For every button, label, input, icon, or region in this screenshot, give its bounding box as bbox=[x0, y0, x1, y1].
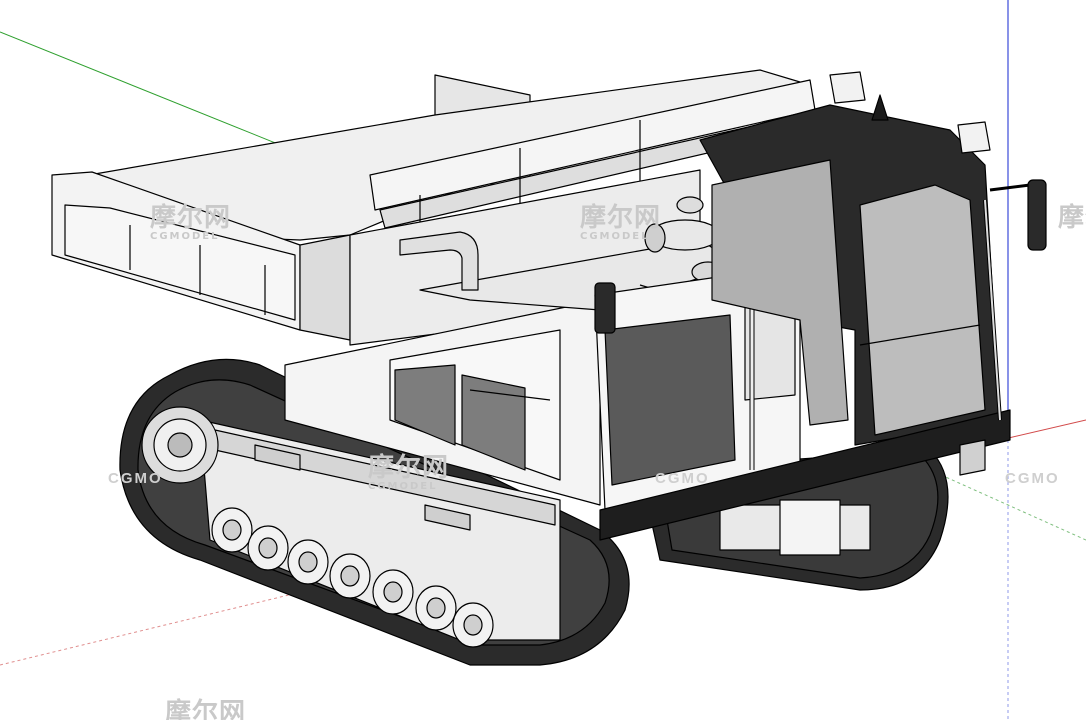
road-wheels bbox=[211, 507, 494, 648]
exhaust-pipe bbox=[399, 231, 479, 291]
front-window bbox=[604, 314, 736, 486]
engine-grille-left bbox=[394, 364, 456, 446]
work-light-left bbox=[829, 71, 866, 104]
work-light-right bbox=[957, 121, 991, 154]
dump-carrier-model[interactable] bbox=[51, 69, 1047, 666]
cab-side-window bbox=[711, 159, 849, 426]
red-axis-line bbox=[999, 419, 1086, 441]
right-mirror bbox=[1027, 179, 1047, 251]
operator-cab[interactable] bbox=[599, 71, 1047, 541]
cab-front-window bbox=[859, 184, 986, 436]
green-axis-dashed bbox=[929, 469, 1086, 541]
engine-grille-right bbox=[461, 374, 526, 471]
left-crawler-track[interactable] bbox=[119, 358, 630, 666]
engine-housing[interactable] bbox=[284, 196, 741, 506]
red-axis-dashed bbox=[0, 584, 331, 666]
left-mirror bbox=[594, 282, 616, 334]
